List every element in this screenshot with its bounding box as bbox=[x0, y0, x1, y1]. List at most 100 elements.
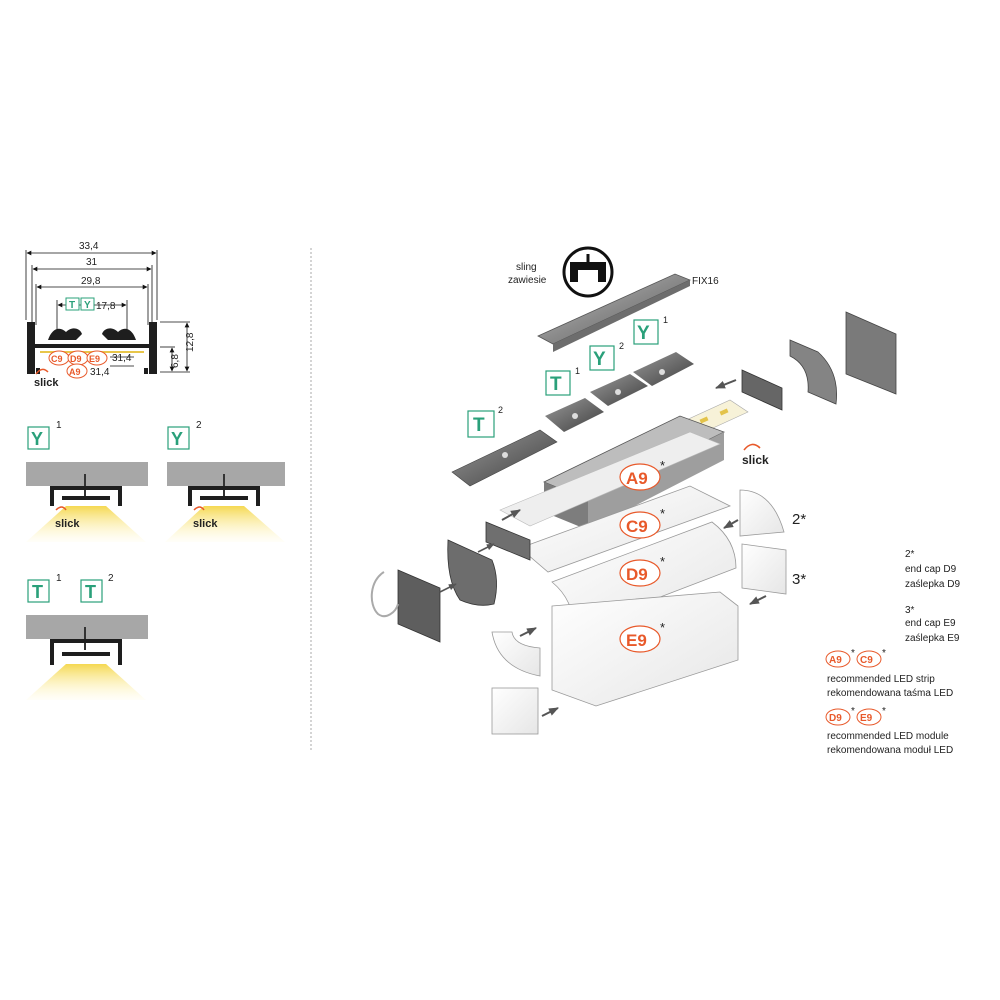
badge-Y2-sup: 2 bbox=[619, 341, 624, 351]
mount-Y2-sup: 2 bbox=[196, 420, 202, 431]
legend-3-pl: zaślepka E9 bbox=[905, 633, 960, 644]
legend-C9-asterisk: * bbox=[882, 648, 886, 659]
badge-T-small bbox=[65, 297, 80, 311]
badge-E9-small bbox=[86, 350, 108, 366]
legend-badge-A9-label: A9 bbox=[829, 655, 842, 666]
mount-T2-sup: 2 bbox=[108, 573, 114, 584]
badge-T-small-label: T bbox=[69, 300, 75, 311]
badge-Y2 bbox=[589, 345, 615, 371]
badge-A9-label: A9 bbox=[626, 469, 648, 488]
legend-2-pl: zaślepka D9 bbox=[905, 579, 960, 590]
badge-T2-sup: 2 bbox=[498, 405, 503, 415]
legend-badge-A9 bbox=[825, 650, 851, 668]
slick-label-section: slick bbox=[34, 377, 59, 389]
dim-33-4: 33,4 bbox=[79, 241, 99, 252]
badge-D9-asterisk: * bbox=[660, 554, 665, 569]
cable-icon bbox=[370, 571, 399, 618]
legend-badge-E9 bbox=[856, 708, 882, 726]
diffuser-A9 bbox=[499, 431, 721, 527]
dim-31-4-strip: 31,4 bbox=[90, 367, 110, 378]
legend-2-ref: 2* bbox=[905, 549, 915, 560]
badge-D9-small-label: D9 bbox=[70, 354, 82, 364]
mount-Y1-sup: 1 bbox=[56, 420, 62, 431]
badge-D9-label: D9 bbox=[626, 565, 648, 584]
dim-17-8: 17,8 bbox=[96, 301, 116, 312]
badge-D9 bbox=[619, 559, 661, 587]
end-cap-E9 bbox=[741, 543, 787, 595]
mount-Y2: Y 2 slick bbox=[165, 420, 285, 542]
badge-C9-small-label: C9 bbox=[51, 354, 63, 364]
dim-29-8: 29,8 bbox=[81, 276, 101, 287]
end-cap-flat bbox=[845, 311, 897, 395]
legend-module-pl: rekomendowana moduł LED bbox=[827, 745, 953, 756]
legend-badge-D9-label: D9 bbox=[829, 713, 842, 724]
badge-A9-small-label: A9 bbox=[69, 367, 81, 377]
callout-3: 3* bbox=[792, 571, 806, 588]
legend-E9-asterisk: * bbox=[882, 706, 886, 717]
mount-T1-badge: T bbox=[32, 582, 43, 602]
cover-square bbox=[491, 687, 539, 735]
end-cap-rounded bbox=[789, 339, 837, 405]
sling-label-pl: zawiesie bbox=[508, 275, 547, 286]
badge-T1 bbox=[545, 370, 571, 396]
badge-Y1 bbox=[633, 319, 659, 345]
badge-T2-label: T bbox=[473, 415, 485, 436]
slick-arc-icon bbox=[35, 368, 49, 375]
legend-badge-C9 bbox=[856, 650, 882, 668]
mount-Y2-slick: slick bbox=[193, 518, 218, 530]
mount-T: T 1 T 2 bbox=[26, 573, 148, 700]
end-cap-left-round bbox=[447, 539, 497, 606]
clip-Y1 bbox=[633, 352, 694, 386]
legend-badge-D9 bbox=[825, 708, 851, 726]
badge-T1-label: T bbox=[550, 374, 562, 395]
legend-3-ref: 3* bbox=[905, 605, 915, 616]
legend-strip-en: recommended LED strip bbox=[827, 674, 935, 685]
badge-T2 bbox=[467, 410, 495, 438]
legend-module-en: recommended LED module bbox=[827, 731, 949, 742]
dim-31-4-module: 31,4 bbox=[112, 353, 132, 364]
badge-E9-label: E9 bbox=[626, 631, 647, 650]
callout-2: 2* bbox=[792, 511, 806, 528]
badge-E9-asterisk: * bbox=[660, 620, 665, 635]
badge-Y-small bbox=[80, 297, 95, 311]
badge-Y-small-label: Y bbox=[84, 300, 91, 311]
legend-badge-E9-label: E9 bbox=[860, 713, 873, 724]
mount-Y1-badge: Y bbox=[31, 429, 43, 449]
badge-E9 bbox=[619, 625, 661, 653]
mount-Y1-slick: slick bbox=[55, 518, 80, 530]
dim-6-8: 6,8 bbox=[170, 354, 181, 368]
badge-A9 bbox=[619, 463, 661, 491]
sling-label-en: sling bbox=[516, 262, 537, 273]
badge-A9-asterisk: * bbox=[660, 458, 665, 473]
badge-E9-small-label: E9 bbox=[89, 354, 100, 364]
legend: 2* end cap D9 zaślepka D9 3* end cap E9 … bbox=[825, 549, 960, 756]
mount-T1-sup: 1 bbox=[56, 573, 62, 584]
profile-section bbox=[27, 322, 157, 374]
cover-rounded bbox=[491, 631, 541, 677]
mount-Y1: Y 1 slick bbox=[26, 420, 148, 542]
end-cap-D9 bbox=[739, 489, 785, 537]
legend-strip-pl: rekomendowana taśma LED bbox=[827, 688, 953, 699]
mount-Y2-badge: Y bbox=[171, 429, 183, 449]
legend-2-en: end cap D9 bbox=[905, 564, 957, 575]
legend-A9-asterisk: * bbox=[851, 648, 855, 659]
end-cap-insert bbox=[741, 369, 783, 411]
end-cap-left-small bbox=[485, 521, 531, 561]
dim-12-8: 12,8 bbox=[185, 332, 196, 352]
badge-Y2-label: Y bbox=[593, 349, 606, 370]
badge-Y1-sup: 1 bbox=[663, 315, 668, 325]
clip-T2 bbox=[451, 429, 558, 487]
fix16-label: FIX16 bbox=[692, 276, 719, 287]
badge-A9-small bbox=[66, 363, 88, 379]
fix16-rail bbox=[537, 273, 692, 345]
exploded-view: sling zawiesie FIX16 Y 1 Y 2 T 1 T 2 bbox=[370, 246, 897, 735]
legend-badge-C9-label: C9 bbox=[860, 655, 873, 666]
legend-3-en: end cap E9 bbox=[905, 618, 956, 629]
badge-Y1-label: Y bbox=[637, 323, 650, 344]
cross-section: 33,4 31 29,8 17,8 6,8 12,8 31,4 31,4 T Y… bbox=[25, 241, 196, 389]
badge-T1-sup: 1 bbox=[575, 366, 580, 376]
badge-C9 bbox=[619, 511, 661, 539]
sling-icon bbox=[562, 246, 614, 298]
slick-label-explode: slick bbox=[742, 453, 769, 467]
